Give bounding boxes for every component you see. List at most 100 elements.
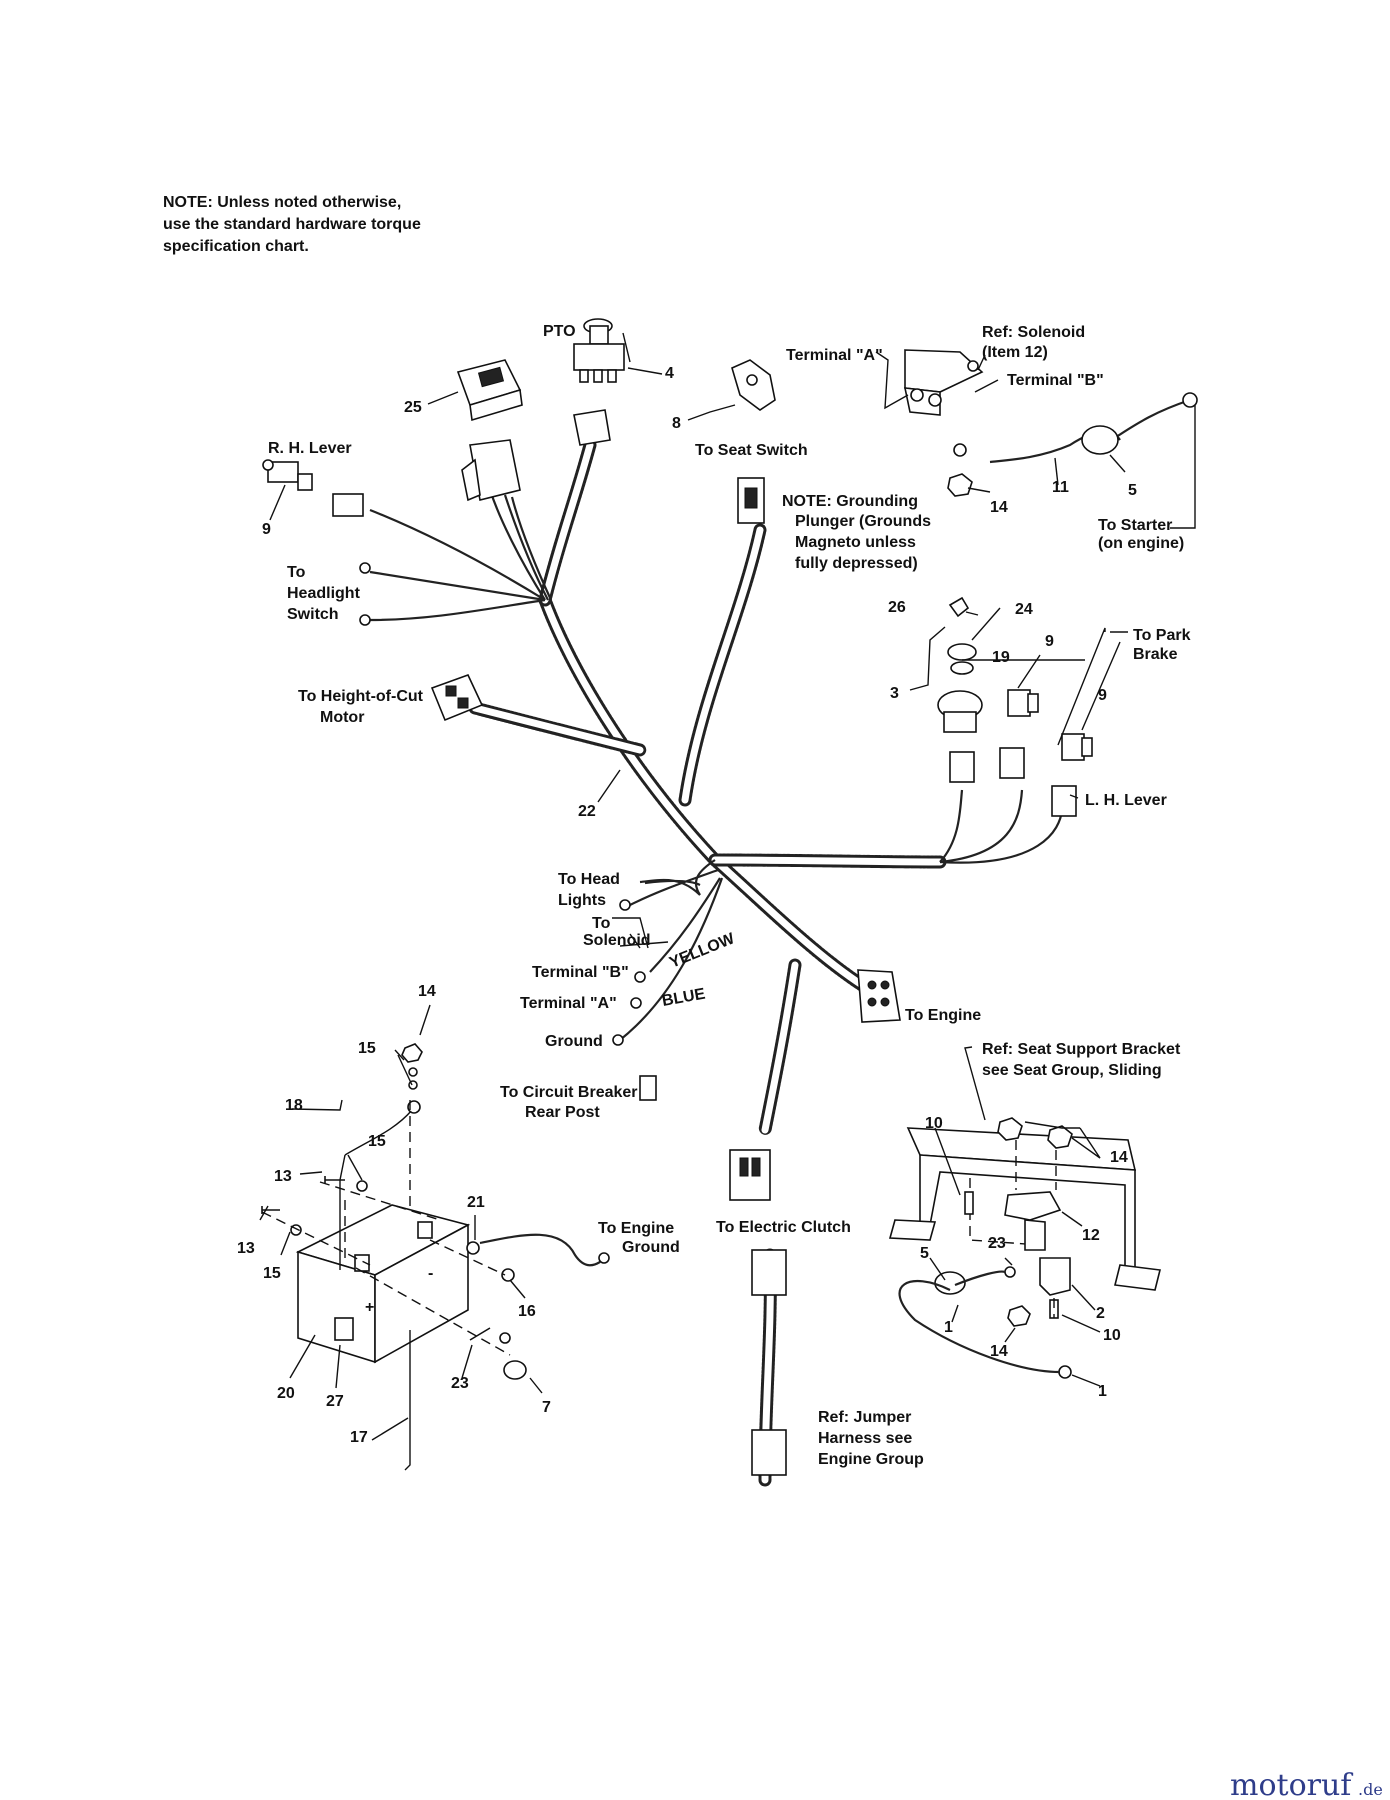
part-number: 17 bbox=[350, 1429, 368, 1446]
part-number: 15 bbox=[263, 1265, 281, 1282]
park-brake-switch-9 bbox=[1007, 689, 1039, 717]
part-number: 27 bbox=[326, 1393, 344, 1410]
part-number: 8 bbox=[672, 415, 681, 432]
part-number: 5 bbox=[920, 1245, 929, 1262]
label-grounding-2: Plunger (Grounds bbox=[795, 513, 931, 530]
label-ref-solenoid-1: Ref: Solenoid bbox=[982, 324, 1085, 341]
label-circuit-2: Rear Post bbox=[525, 1104, 600, 1121]
label-electric-clutch: To Electric Clutch bbox=[716, 1219, 851, 1236]
callout-labels: PTO Terminal "A" Ref: Solenoid (Item 12)… bbox=[268, 323, 1191, 1468]
watermark-brand: motoruf bbox=[1230, 1768, 1353, 1800]
label-jumper-1: Ref: Jumper bbox=[818, 1409, 911, 1426]
part-number: 16 bbox=[518, 1303, 536, 1320]
headlight-switch-connector-bracket bbox=[461, 439, 521, 502]
label-jumper-3: Engine Group bbox=[818, 1451, 924, 1468]
part-number: 10 bbox=[1103, 1327, 1121, 1344]
part-number: 21 bbox=[467, 1194, 485, 1211]
part-number: 4 bbox=[665, 365, 674, 382]
part-number: 10 bbox=[925, 1115, 943, 1132]
pto-switch-4 bbox=[573, 318, 625, 383]
seat-bracket-hardware bbox=[898, 1117, 1073, 1379]
label-headlight-2: Headlight bbox=[287, 585, 361, 602]
label-headlight-1: To bbox=[287, 564, 306, 581]
label-head-lights-1: To Head bbox=[558, 871, 620, 888]
seat-switch-connector bbox=[737, 477, 765, 524]
part-number: 24 bbox=[1015, 601, 1033, 618]
label-terminal-b: Terminal "B" bbox=[532, 964, 629, 981]
label-to-solenoid-1: To bbox=[592, 915, 611, 932]
lever-connectors bbox=[949, 747, 1077, 817]
rh-lever-switch-9 bbox=[262, 459, 313, 491]
main-harness bbox=[468, 438, 947, 1137]
part-number: 12 bbox=[1082, 1227, 1100, 1244]
battery-guides bbox=[261, 1100, 511, 1356]
label-terminal-a-top: Terminal "A" bbox=[786, 347, 883, 364]
label-hoc-2: Motor bbox=[320, 709, 364, 726]
part-number: 9 bbox=[1098, 687, 1107, 704]
label-to-park-2: Brake bbox=[1133, 646, 1178, 663]
part-number: 7 bbox=[542, 1399, 551, 1416]
label-terminal-b-top: Terminal "B" bbox=[1007, 372, 1104, 389]
seat-switch-8 bbox=[731, 359, 776, 411]
jumper-harness bbox=[751, 1248, 787, 1487]
part-number: 14 bbox=[990, 499, 1008, 516]
height-of-cut-connector bbox=[430, 673, 484, 722]
label-lh-lever: L. H. Lever bbox=[1085, 792, 1167, 809]
electric-clutch-connector bbox=[729, 1149, 771, 1201]
part-numbers: 4 25 8 9 14 11 5 26 24 9 19 3 9 22 14 15… bbox=[237, 365, 1137, 1446]
engine-connector bbox=[857, 969, 901, 1023]
leader-lines bbox=[259, 332, 1196, 1441]
headlight-ring-terminals bbox=[359, 562, 371, 626]
upper-harness-connector bbox=[573, 409, 611, 446]
part-number: 23 bbox=[988, 1235, 1006, 1252]
label-jumper-2: Harness see bbox=[818, 1430, 912, 1447]
part-number: 1 bbox=[1098, 1383, 1107, 1400]
battery-plus: + bbox=[365, 1299, 374, 1316]
label-head-lights-2: Lights bbox=[558, 892, 606, 909]
nut-14-top bbox=[947, 473, 973, 497]
label-engine-ground-2: Ground bbox=[622, 1239, 680, 1256]
label-seat-bracket-2: see Seat Group, Sliding bbox=[982, 1062, 1162, 1079]
battery-minus: - bbox=[428, 1265, 433, 1282]
label-to-starter-1: To Starter bbox=[1098, 517, 1172, 534]
rh-lever-connector bbox=[332, 493, 364, 517]
watermark-tld: .de bbox=[1358, 1780, 1383, 1799]
part-number: 9 bbox=[262, 521, 271, 538]
label-hoc-1: To Height-of-Cut bbox=[298, 688, 424, 705]
solenoid-ref bbox=[903, 349, 984, 416]
lower-left-terminals bbox=[612, 899, 657, 1101]
part-number: 14 bbox=[1110, 1149, 1128, 1166]
part-number: 23 bbox=[451, 1375, 469, 1392]
ignition-switch-3 bbox=[937, 596, 983, 733]
note-line-1: NOTE: Unless noted otherwise, bbox=[163, 194, 401, 211]
part-number: 18 bbox=[285, 1097, 303, 1114]
part-number: 13 bbox=[237, 1240, 255, 1257]
watermark: motoruf .de bbox=[1230, 1768, 1383, 1800]
part-number: 15 bbox=[358, 1040, 376, 1057]
label-to-starter-2: (on engine) bbox=[1098, 535, 1184, 552]
battery-20: + - bbox=[295, 1204, 471, 1364]
part-number: 26 bbox=[888, 599, 906, 616]
note-line-3: specification chart. bbox=[163, 238, 309, 255]
part-number: 19 bbox=[992, 649, 1010, 666]
starter-cable-5 bbox=[953, 392, 1198, 457]
label-to-park-1: To Park bbox=[1133, 627, 1191, 644]
part-number: 15 bbox=[368, 1133, 386, 1150]
part-number: 14 bbox=[418, 983, 436, 1000]
label-engine-ground-1: To Engine bbox=[598, 1220, 674, 1237]
label-to-engine: To Engine bbox=[905, 1007, 981, 1024]
label-yellow: YELLOW bbox=[667, 930, 738, 972]
label-grounding-4: fully depressed) bbox=[795, 555, 918, 572]
label-circuit-1: To Circuit Breaker bbox=[500, 1084, 638, 1101]
label-headlight-3: Switch bbox=[287, 606, 339, 623]
part-number: 9 bbox=[1045, 633, 1054, 650]
lever-switch-9-right bbox=[1061, 733, 1093, 761]
label-pto: PTO bbox=[543, 323, 576, 340]
rocker-switch-25 bbox=[456, 359, 523, 422]
part-number: 25 bbox=[404, 399, 422, 416]
hardware-note: NOTE: Unless noted otherwise, use the st… bbox=[163, 194, 421, 255]
label-terminal-a: Terminal "A" bbox=[520, 995, 617, 1012]
label-grounding-3: Magneto unless bbox=[795, 534, 916, 551]
label-rh-lever: R. H. Lever bbox=[268, 440, 352, 457]
